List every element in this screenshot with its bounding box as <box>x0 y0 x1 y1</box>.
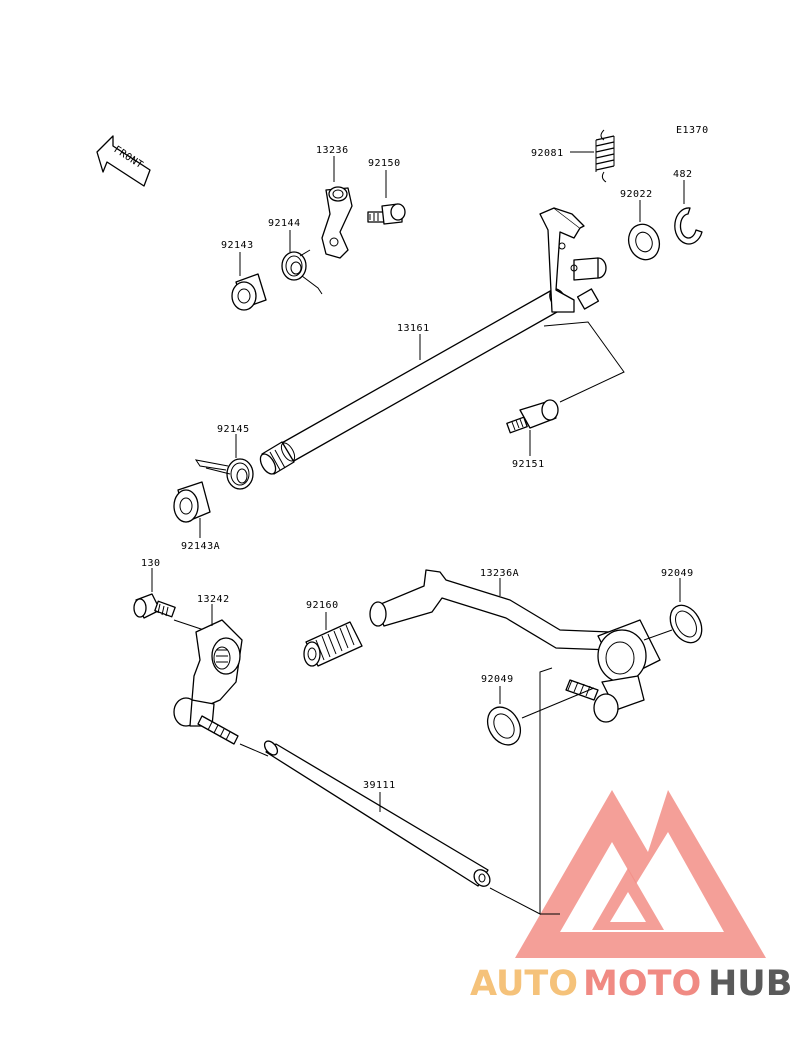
label-92145: 92145 <box>217 424 250 435</box>
label-92081: 92081 <box>531 148 564 159</box>
part-92022: 92022 <box>620 189 661 261</box>
part-92144: 92144 <box>268 218 323 295</box>
label-13236A: 13236A <box>480 568 519 579</box>
label-39111: 39111 <box>363 780 396 791</box>
label-92144: 92144 <box>268 218 301 229</box>
label-92151: 92151 <box>512 459 545 470</box>
front-arrow-icon: FRONT <box>96 135 151 187</box>
label-92143: 92143 <box>221 240 254 251</box>
part-130: 130 <box>133 558 205 631</box>
figure-code: E1370 <box>676 125 709 136</box>
label-13236: 13236 <box>316 145 349 156</box>
label-13242: 13242 <box>197 594 230 605</box>
part-92145: 92145 <box>194 424 254 490</box>
part-92049-upper: 92049 <box>643 568 703 644</box>
part-92143: 92143 <box>221 240 267 311</box>
part-92081: 92081 <box>531 129 615 183</box>
label-92143A: 92143A <box>181 541 220 552</box>
part-92151: 92151 <box>506 399 559 470</box>
part-13236: 13236 <box>316 145 353 259</box>
part-92143A: 92143A <box>173 481 220 552</box>
part-92049-lower: 92049 <box>481 674 595 746</box>
label-13161: 13161 <box>397 323 430 334</box>
watermark-hub: HUB <box>708 964 792 1004</box>
watermark-logo <box>515 790 766 958</box>
label-130: 130 <box>141 558 161 569</box>
part-482: 482 <box>673 169 703 245</box>
leader-92151 <box>543 321 625 403</box>
watermark-wordmark: AUTO MOTO HUB <box>470 964 792 1004</box>
part-39111: 39111 <box>263 667 560 915</box>
watermark-auto: AUTO <box>470 964 578 1004</box>
part-92150: 92150 <box>367 158 406 225</box>
part-13236A: 13236A <box>369 568 661 723</box>
label-92160: 92160 <box>306 600 339 611</box>
label-92049-upper: 92049 <box>661 568 694 579</box>
part-13242: 13242 <box>173 594 269 757</box>
part-13161: 13161 <box>259 207 607 475</box>
label-92022: 92022 <box>620 189 653 200</box>
label-482: 482 <box>673 169 693 180</box>
part-92160: 92160 <box>303 600 363 667</box>
watermark-moto: MOTO <box>583 964 701 1004</box>
label-92150: 92150 <box>368 158 401 169</box>
label-92049-lower: 92049 <box>481 674 514 685</box>
